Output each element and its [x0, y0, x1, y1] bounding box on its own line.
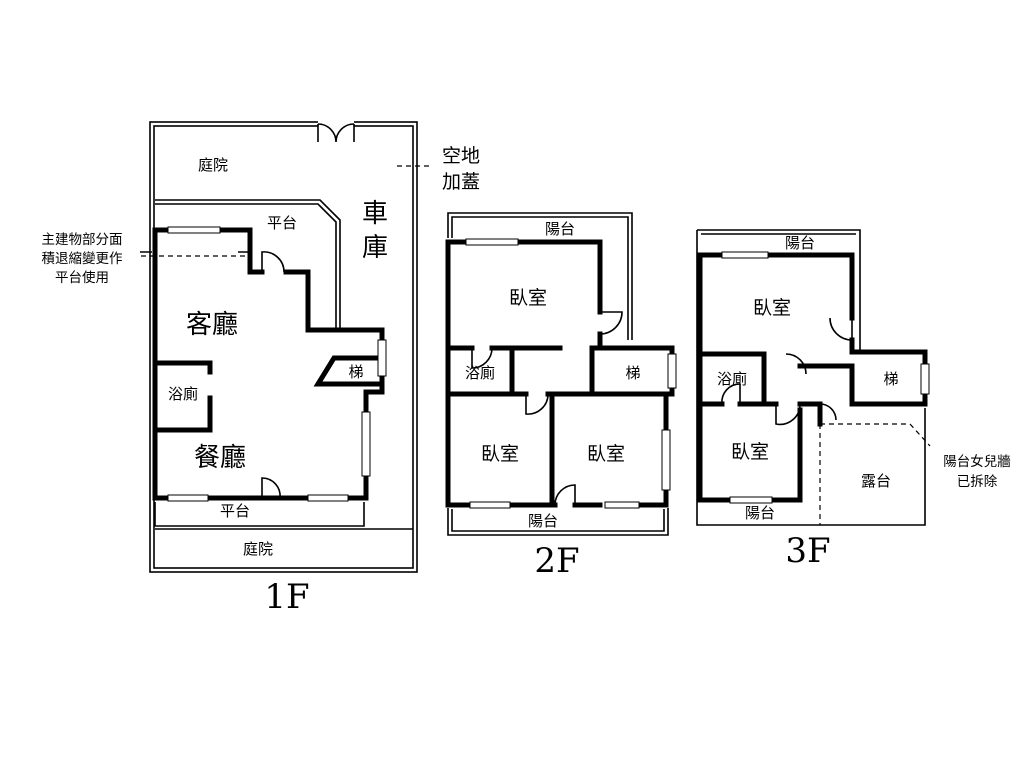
1f-stair-walls — [313, 355, 385, 387]
site-boundary-outer — [149, 121, 418, 573]
label-bath-1f: 浴廁 — [168, 385, 198, 403]
window — [604, 501, 640, 509]
label-stair-1f: 梯 — [348, 363, 363, 381]
label-terrace-3f: 露台 — [861, 472, 891, 490]
gate-icon — [317, 118, 355, 143]
door-icon — [775, 403, 801, 426]
label-dining-room: 餐廳 — [194, 443, 246, 473]
window — [661, 429, 671, 491]
window — [377, 339, 387, 377]
label-balcony-top-2f: 陽台 — [545, 220, 575, 238]
label-bedroom-left-3f: 臥室 — [731, 441, 769, 463]
door-icon — [261, 477, 281, 499]
2f-bedroom-walls — [445, 391, 595, 508]
floor-label-3f: 3F — [785, 531, 830, 571]
platform-bottom-outline — [154, 502, 365, 527]
window — [307, 494, 349, 502]
window — [920, 363, 930, 395]
note-addition-1: 空地 — [442, 145, 480, 167]
window — [167, 226, 221, 234]
floor-label-1f: 1F — [264, 577, 309, 617]
3f-outer-boundary — [696, 229, 926, 526]
window — [667, 353, 677, 389]
label-garage-1: 車 — [362, 199, 388, 229]
door-icon — [599, 311, 623, 335]
door-icon — [819, 403, 837, 421]
label-bedroom-right-2f: 臥室 — [587, 443, 625, 465]
label-bedroom-top-3f: 臥室 — [753, 297, 791, 319]
window — [167, 494, 209, 502]
window — [729, 496, 773, 504]
note-setback-3: 平台使用 — [55, 269, 109, 286]
label-balcony-bottom-3f: 陽台 — [745, 504, 775, 522]
label-platform-bottom: 平台 — [220, 502, 250, 520]
site-boundary-inner — [153, 125, 414, 569]
door-icon — [554, 484, 576, 506]
window — [721, 251, 769, 259]
label-bedroom-top-2f: 臥室 — [509, 287, 547, 309]
door-icon — [261, 251, 285, 273]
3f-bath-walls — [697, 351, 767, 407]
1f-bath-walls — [152, 360, 213, 433]
1f-main-walls — [152, 227, 385, 501]
door-icon — [829, 317, 853, 341]
door-icon — [525, 393, 549, 415]
balcony-top-outline — [447, 212, 633, 340]
note-setback-2: 積退縮變更作 — [42, 251, 123, 267]
note-removed-2: 已拆除 — [957, 474, 998, 490]
window — [469, 501, 511, 509]
window — [465, 238, 519, 246]
floor-3f: 陽台 臥室 浴廁 梯 臥室 露台 陽台 陽台女兒牆 已拆除 3F — [696, 229, 1011, 571]
door-icon — [721, 383, 741, 405]
removed-parapet-line — [820, 423, 931, 447]
label-bedroom-left-2f: 臥室 — [481, 443, 519, 465]
floor-2f: 陽台 臥室 浴廁 梯 臥室 臥室 陽台 2F — [445, 212, 677, 581]
label-bath-3f: 浴廁 — [717, 370, 747, 388]
balcony-bottom-outline — [447, 508, 669, 536]
door-icon — [785, 353, 807, 375]
note-addition-2: 加蓋 — [442, 171, 480, 193]
label-courtyard-bottom: 庭院 — [243, 540, 273, 558]
label-garage-2: 庫 — [362, 233, 388, 263]
floor-label-2f: 2F — [534, 541, 579, 581]
window — [361, 411, 371, 477]
label-courtyard-top: 庭院 — [198, 156, 228, 174]
label-balcony-bottom-2f: 陽台 — [528, 512, 558, 530]
note-setback-1: 主建物部分面 — [42, 232, 123, 248]
label-stair-2f: 梯 — [625, 364, 640, 382]
label-balcony-top-3f: 陽台 — [785, 234, 815, 252]
note-removed-1: 陽台女兒牆 — [943, 453, 1011, 470]
label-bath-2f: 浴廁 — [465, 364, 495, 382]
platform-top-outline — [155, 199, 341, 328]
door-icon — [471, 347, 493, 369]
label-stair-3f: 梯 — [883, 370, 898, 388]
floor-1f: 庭院 平台 客廳 浴廁 梯 餐廳 平台 庭院 車 庫 空地 加蓋 主建物部分面 … — [42, 118, 480, 617]
label-living-room: 客廳 — [186, 310, 238, 340]
label-platform-top: 平台 — [267, 214, 297, 232]
